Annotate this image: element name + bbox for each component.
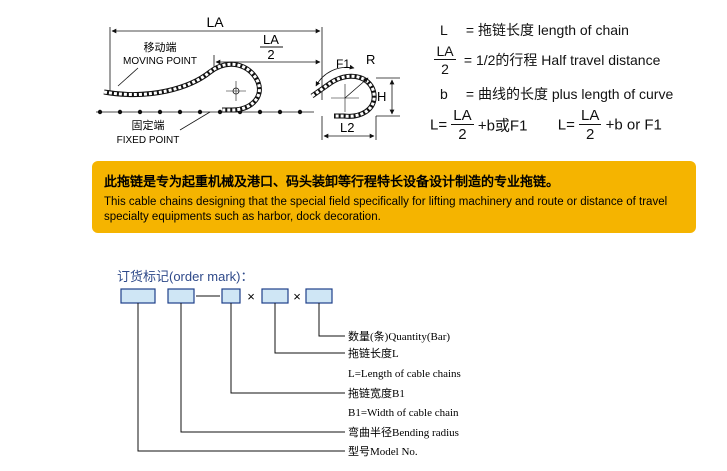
model-box xyxy=(120,288,156,304)
legend-b-symbol: b xyxy=(440,86,448,102)
half-la-numerator: LA xyxy=(263,32,279,47)
l2-label: L2 xyxy=(340,120,354,135)
legend-length: L = 拖链长度 length of chain xyxy=(440,20,629,40)
formula-cn-fraction: LA 2 xyxy=(451,107,474,143)
half-la-denominator: 2 xyxy=(267,47,274,62)
legend-la-num: LA xyxy=(434,44,456,60)
legend-l-desc: = 拖链长度 length of chain xyxy=(465,22,629,38)
formula-cn-prefix: L= xyxy=(430,116,448,134)
banner-text-en: This cable chains designing that the spe… xyxy=(104,196,668,223)
moving-point-en: MOVING POINT xyxy=(123,56,197,67)
moving-point-leader xyxy=(117,67,139,87)
width-label-cn: 拖链宽度B1 xyxy=(348,386,405,400)
la-label: LA xyxy=(206,14,224,30)
moving-point-cn: 移动端 xyxy=(144,41,177,54)
radius-label: 弯曲半径Bending radius xyxy=(348,425,459,439)
formula-cn-num: LA xyxy=(451,107,474,125)
la-dimension: LA xyxy=(109,14,323,100)
width-box xyxy=(221,288,241,304)
formula-cn-suffix: +b或F1 xyxy=(477,117,528,135)
times-separator-2: × xyxy=(293,289,301,304)
order-mark-diagram: × × 数量(条)Quantity(Bar) 拖链长度L L=Length of… xyxy=(120,288,461,458)
h-label: H xyxy=(377,89,386,104)
legend-la-den: 2 xyxy=(441,61,449,77)
fixed-point-leader xyxy=(179,111,211,131)
legend-la-desc: = 1/2的行程 Half travel distance xyxy=(463,52,661,68)
times-separator-1: × xyxy=(247,289,255,304)
quantity-box xyxy=(305,288,333,304)
radius-box xyxy=(167,288,195,304)
formula-en-den: 2 xyxy=(586,126,595,143)
formula-en-fraction: LA 2 xyxy=(579,107,602,143)
fixed-point-en: FIXED POINT xyxy=(117,135,180,146)
banner-text-cn: 此拖链是专为起重机械及港口、码头装卸等行程特长设备设计制造的专业拖链。 xyxy=(104,174,560,189)
quantity-label: 数量(条)Quantity(Bar) xyxy=(348,329,450,343)
r-label: R xyxy=(366,52,375,67)
order-mark-title: 订货标记(order mark)： xyxy=(117,269,254,284)
chain-bend-detail: F1 R H L2 xyxy=(310,52,400,140)
length-box xyxy=(261,288,289,304)
legend-l-symbol: L xyxy=(440,22,448,38)
legend-curve: b = 曲线的长度 plus length of curve xyxy=(440,84,673,104)
legend-formula: L= LA 2 +b或F1 L= LA 2 +b or F1 xyxy=(430,108,662,142)
width-label-en: B1=Width of cable chain xyxy=(348,407,459,419)
chain-left xyxy=(103,61,262,113)
formula-cn-den: 2 xyxy=(458,126,467,143)
formula-en-suffix: +b or F1 xyxy=(605,116,662,134)
length-label-en: L=Length of cable chains xyxy=(348,368,461,380)
fixed-point-cn: 固定端 xyxy=(132,118,165,132)
legend-b-desc: = 曲线的长度 plus length of curve xyxy=(465,86,674,102)
f1-label: F1 xyxy=(336,57,350,71)
leader-lines xyxy=(137,303,345,452)
legend-la-fraction: LA 2 xyxy=(434,44,456,76)
formula-en-prefix: L= xyxy=(557,116,575,134)
formula-en-num: LA xyxy=(579,107,602,125)
length-label-cn: 拖链长度L xyxy=(348,346,399,360)
cable-chain-diagram: LA LA 2 移动端 MOVING POINT 固定端 FIXED POINT xyxy=(96,14,400,146)
model-label: 型号Model No. xyxy=(348,444,418,458)
description-banner: 此拖链是专为起重机械及港口、码头装卸等行程特长设备设计制造的专业拖链。 This… xyxy=(92,161,696,233)
legend-half-travel: LA 2 = 1/2的行程 Half travel distance xyxy=(434,44,660,76)
